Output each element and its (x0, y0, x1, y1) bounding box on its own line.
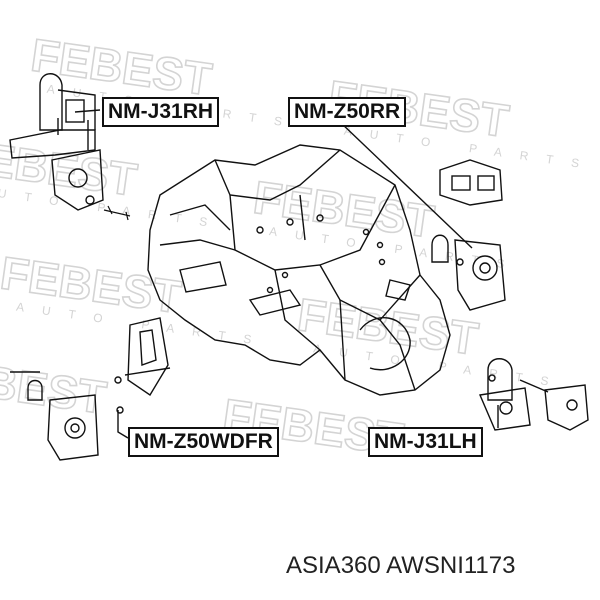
mount-nm-j31lh-illustration (479, 358, 589, 431)
footer-caption: ASIA360 AWSNI1173 (286, 552, 516, 579)
mount-nm-j31rh-illustration (9, 73, 104, 211)
engine-block-illustration (147, 144, 451, 396)
label-nm-j31rh: NM-J31RH (102, 97, 220, 127)
label-nm-j31lh: NM-J31LH (368, 427, 483, 457)
label-nm-z50rr: NM-Z50RR (288, 97, 407, 127)
leader-line-nm-z50wdfr (117, 410, 129, 439)
leader-line-nm-j31rh (74, 109, 101, 113)
watermark-brand: FEBEST (0, 347, 110, 424)
mount-nm-z50rr-illustration (431, 159, 506, 311)
leader-line-nm-z50rr (339, 121, 473, 249)
leader-lines (74, 109, 499, 439)
watermark-layer: FEBEST FEBEST AUTO PARTS AUTO PARTS FEBE… (0, 28, 598, 467)
bolt-illustration (103, 205, 131, 221)
label-nm-z50wdfr: NM-Z50WDFR (128, 427, 279, 457)
mount-nm-z50wdfr-illustration (10, 317, 171, 461)
